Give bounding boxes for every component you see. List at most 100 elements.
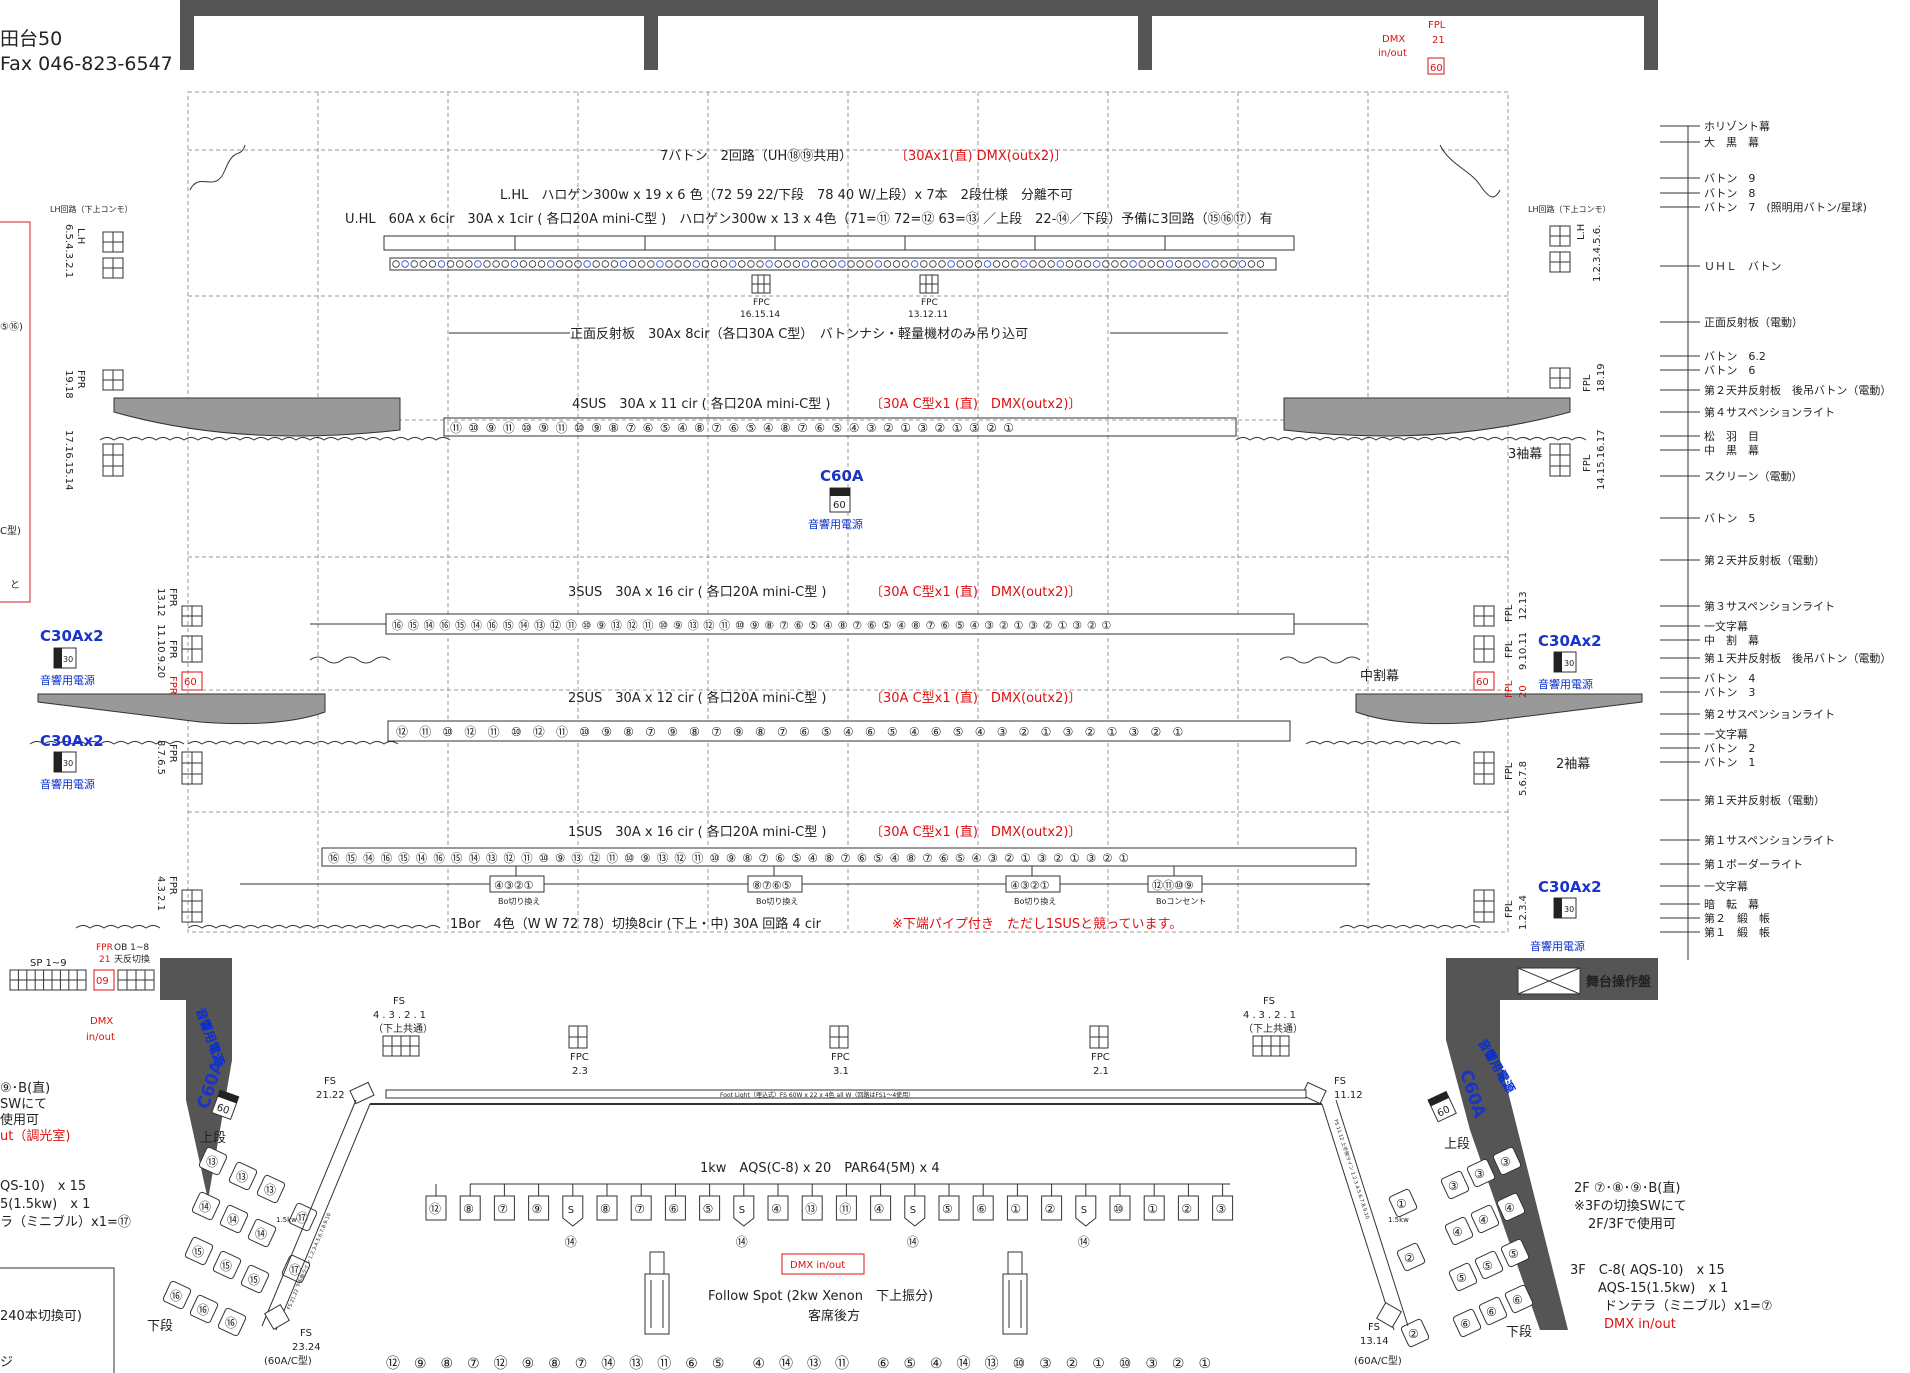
legend-item: バトン 2 [1704,742,1755,755]
aqs-fixture [1041,1195,1063,1221]
ceiling-reflector-right [1283,397,1571,437]
balcony-fixture [184,1236,214,1266]
legend-item: 第２サスペンションライト [1704,707,1835,721]
fpr7-label: FPR [167,876,178,895]
fpc2-numbers: 3.1 [833,1066,849,1077]
dmx-label: DMX [1382,34,1405,45]
uhl-circuit-dot [774,260,782,268]
fpr-red-number: 21 [99,955,110,965]
balcony-fixture [1452,1308,1482,1338]
uhl-circuit-dot [992,260,1001,268]
right-proscenium-wall [1446,958,1658,1330]
fpc-right-numbers: 13.12.11 [908,310,948,320]
lh-right-numbers: 1.2.3.4.5.6. [1592,225,1603,282]
aqs-fixture-circuit: ⑬ [805,1202,817,1216]
curtain-wave-2 [29,741,1461,745]
aqs-fixture [1006,1195,1028,1221]
fax-number: Fax 046-823-6547 [0,53,173,75]
fs-bl-note: (60A/C型) [264,1354,312,1367]
legend-item: 大 黒 幕 [1704,135,1759,149]
balcony-fixture-circuit: ⑭ [227,1213,239,1227]
ceiling-reflector-left [113,397,401,437]
uhl-circuit-dot [419,260,427,268]
par64-circuit: ⑭ [565,1235,577,1249]
uhl-circuit-dot [911,260,919,268]
right-note-4: 3F C-8( AQS-10) x 15 [1570,1263,1725,1278]
left-bottom-2: ジ [0,1355,13,1370]
bo-box [747,875,803,893]
fpl-outlet-box [1427,57,1445,75]
uhl-circuit-dot [765,260,773,268]
uhl-circuit-dots [392,260,1265,268]
right-note-2: ※3Fの切換SWにて [1574,1199,1687,1214]
aqs-fixture [938,1195,960,1221]
fpl6-box [1473,889,1495,923]
left-kw15: 1.5kw [276,1216,297,1224]
c30a-right-2-label: C30Ax2 [1538,878,1602,896]
uhl-circuit-dot [983,260,992,268]
legend-item: バトン 6.2 [1704,350,1766,363]
right-fs-pipe [1321,1099,1409,1331]
uhl-circuit-dot [483,260,491,268]
right-lower-label: 下段 [1506,1325,1532,1340]
uhl-circuit-dot [556,260,564,268]
fs-bl-box [264,1304,290,1330]
fs-left-box [382,1035,420,1057]
sus1-bar [321,847,1357,867]
aqs-fixture-circuit: ⑧ [600,1202,611,1216]
balcony-fixture-circuit: ① [1396,1197,1407,1211]
uhl-circuit-dot [810,260,819,268]
top-wall [180,0,1658,70]
aqs-fixture [459,1195,481,1221]
fpr5-capacity: 60 [184,677,197,688]
aqs-fixture [801,1195,823,1221]
sus4-label: 4SUS 30A x 11 cir ( 各口20A mini-C型 ) [572,396,830,412]
bo-box-circuits: ④③②① [1010,879,1050,892]
uhl-circuit-dot [528,260,537,268]
uhl-circuit-dot [1029,260,1037,268]
c60a-center-note: 音響用電源 [808,517,863,531]
sus4-circuits: ⑪ ⑩ ⑨ ⑪ ⑩ ⑨ ⑪ ⑩ ⑨ ⑧ ⑦ ⑥ ⑤ ④ ⑧ ⑦ ⑥ ⑤ ④ ⑧ … [450,421,1015,435]
uhl-circuit-dot [1238,260,1246,268]
bo-box-note: Boコンセント [1156,897,1206,906]
uhl-circuit-dot [1102,260,1110,268]
par64-circuit: ⑭ [736,1235,748,1249]
legend-item: バトン 4 [1704,672,1755,685]
fpl2-numbers: 14.15.16.17 [1596,430,1607,490]
fpl4-numbers: 9.10.11 [1518,632,1529,670]
aqs-fixture-circuit: ③ [1216,1202,1227,1216]
left-lower-label: 下段 [147,1319,173,1334]
bo-box-circuits: ④③②① [494,879,534,892]
uhl-circuit-dot [783,260,791,268]
fpr1-box [102,369,124,391]
aqs-fixture-circuit: ⑦ [497,1202,508,1216]
uhl-circuit-dot [628,260,637,268]
uhl-circuit-dot [1120,260,1128,268]
c30a-right-2-capacity: 30 [1564,905,1574,914]
fpl3-box [1473,605,1495,627]
fpl1-numbers: 18.19 [1596,363,1607,392]
legend-item: バトン 7 (照明用バトン/星球) [1704,200,1867,214]
aqs-fixture [664,1195,686,1221]
balcony-fixture [1500,1238,1530,1268]
balcony-fixture [162,1280,192,1310]
uhl-circuit-dot [665,260,673,268]
fs-left-note: （下上共通） [373,1023,433,1035]
sus2-bar [387,720,1291,742]
left-c60a-box: 60 [211,1089,240,1121]
par64-fixture [562,1195,584,1227]
sus4-bar [443,417,1237,437]
fpr2-numbers: 17.16.15.14 [63,430,74,490]
fpc3-numbers: 2.1 [1093,1066,1109,1077]
aqs-fixture-circuit: ④ [874,1202,885,1216]
sus2-circuits: ⑫ ⑪ ⑩ ⑫ ⑪ ⑩ ⑫ ⑪ ⑩ ⑨ ⑧ ⑦ ⑨ ⑧ ⑦ ⑨ ⑧ ⑦ ⑥ ⑤ … [396,725,1187,739]
fpl5-numbers: 5.6.7.8 [1518,761,1529,796]
uhl-circuit-dot [1129,260,1137,268]
balcony-fixture-circuit: ③ [1448,1179,1459,1193]
fpl4-red-number: 20 [1518,685,1529,698]
legend-item: 一文字幕 [1704,727,1748,741]
balcony-fixture [1492,1146,1522,1176]
uhl-circuit-dot [956,260,964,268]
